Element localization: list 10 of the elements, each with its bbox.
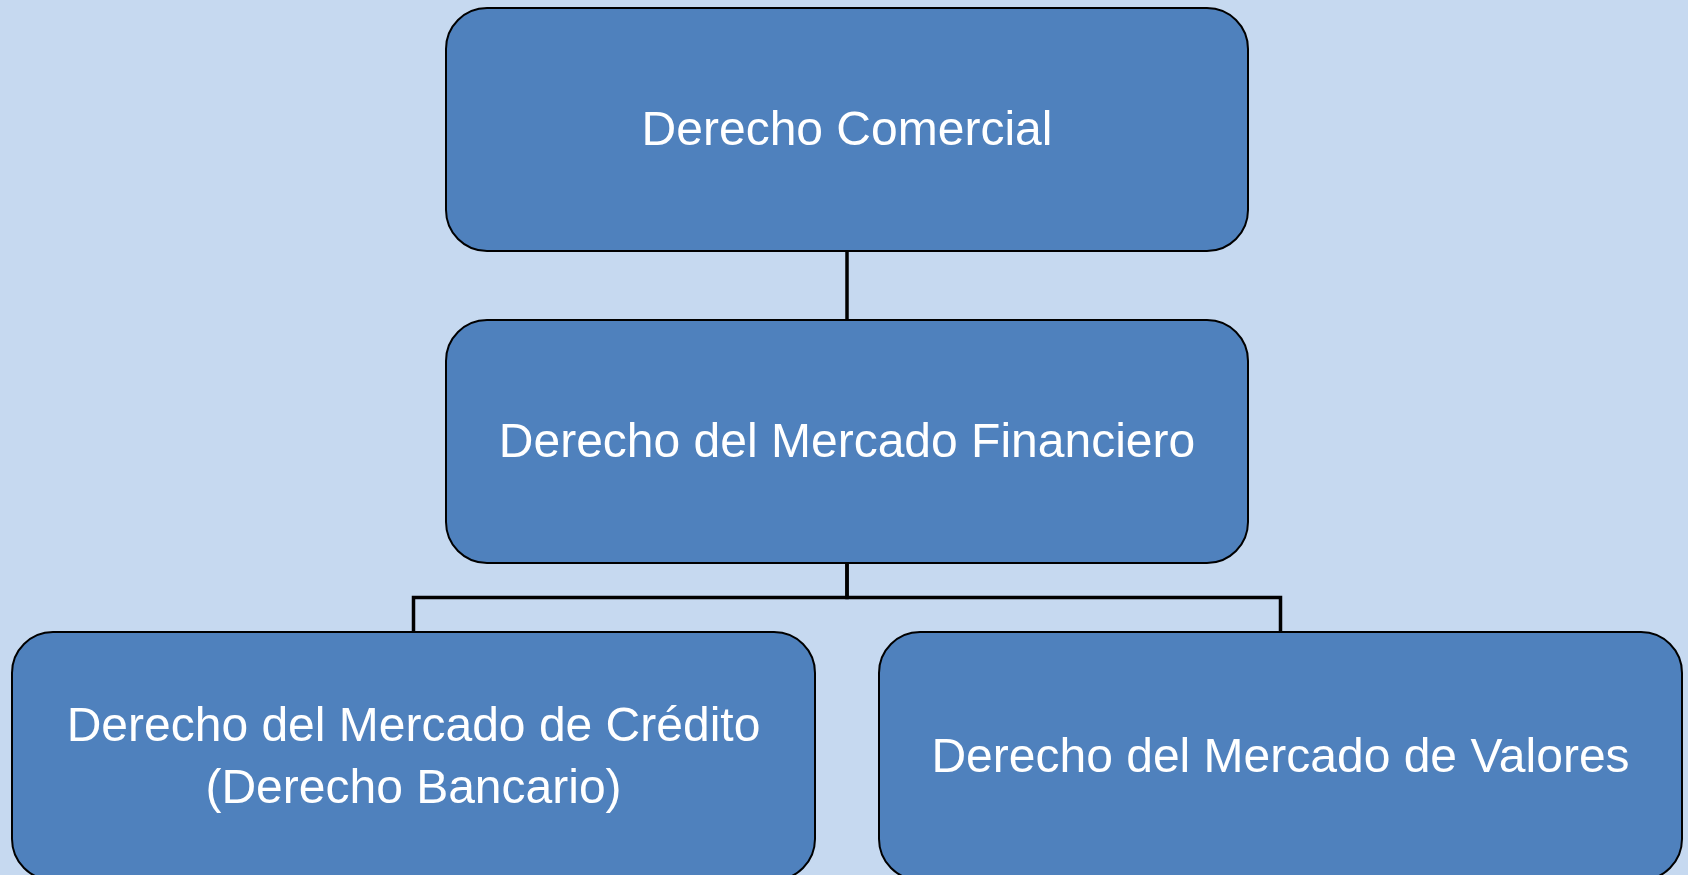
box-label: Derecho del Mercado de Crédito (Derecho Bancario) xyxy=(65,696,762,815)
rounded-box xyxy=(445,7,1249,252)
rounded-box xyxy=(878,631,1683,875)
connector-line xyxy=(845,564,1283,631)
box-label: Derecho del Mercado de Valores xyxy=(931,727,1630,784)
box-label: Derecho Comercial xyxy=(641,101,1053,158)
rounded-box xyxy=(11,631,816,875)
box-label: Derecho del Mercado Financiero xyxy=(498,413,1196,470)
rounded-box xyxy=(445,319,1249,564)
connector-line xyxy=(845,252,849,319)
